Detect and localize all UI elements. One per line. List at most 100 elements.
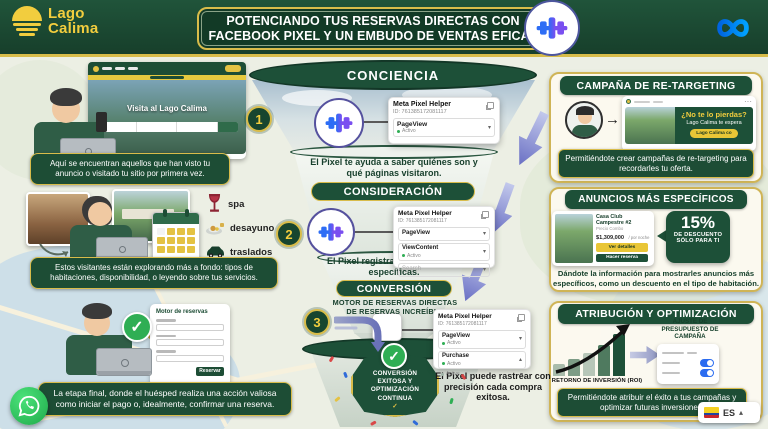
breakfast-icon: [206, 223, 224, 235]
copy-icon[interactable]: [518, 314, 525, 321]
caption-awareness: Aquí se encuentran aquellos que han vist…: [30, 153, 230, 185]
ad-cta-button[interactable]: Lago Calima co: [690, 129, 738, 138]
meta-pixel-icon: [318, 223, 344, 241]
pixel-circle-stage2: [307, 208, 355, 256]
ad-headline: ¿No te lo pierdas?: [681, 110, 747, 119]
stage3-subtitle: MOTOR DE RESERVAS DIRECTAS DE RESERVAS I…: [332, 298, 458, 316]
language-code: ES: [723, 407, 736, 418]
reserve-button[interactable]: Hacer reserva: [596, 253, 648, 262]
website-search-button[interactable]: [218, 122, 239, 132]
ad-header: [622, 96, 756, 107]
booking-form: Motor de reservas Reservar: [150, 304, 230, 386]
discount-value: 15%: [680, 213, 716, 232]
success-check-icon: [122, 312, 152, 342]
retargeting-ad-mockup: ¿No te lo pierdas? Lago Calima te espera…: [622, 96, 756, 151]
meta-pixel-icon: [536, 17, 568, 39]
pixel-helper-popup-1: Meta Pixel Helper ID: 761385172081117 Pa…: [388, 97, 500, 144]
service-label-breakfast: desayuno: [230, 222, 275, 234]
stage2-number-badge: 2: [276, 221, 302, 247]
listing-price: $1,309,000: [596, 234, 624, 241]
event-row-pageview[interactable]: PageView Activo: [393, 118, 495, 137]
event-row-purchase[interactable]: Purchase Activo: [438, 350, 526, 369]
website-substrip: [88, 75, 246, 80]
event-row-active[interactable]: Active: [438, 370, 526, 378]
stage2-pill: CONSIDERACIÓN: [311, 182, 475, 201]
listing-photo: [555, 214, 593, 263]
caption-conversion: La etapa final, donde el huésped realiza…: [38, 382, 292, 416]
chevron-down-icon[interactable]: [520, 371, 523, 378]
event-row-viewcontent[interactable]: ViewContent Activo: [398, 242, 490, 261]
specific-ads-card-title: ANUNCIOS MÁS ESPECÍFICOS: [565, 190, 747, 209]
curved-arrow-icon: [39, 243, 69, 257]
website-navbar: [88, 62, 246, 75]
service-label-spa: spa: [228, 198, 245, 210]
details-button[interactable]: Ver detalles: [596, 243, 648, 252]
header-bar: Lago Calima POTENCIANDO TUS RESERVAS DIR…: [0, 0, 768, 57]
sun-waves-icon: [12, 6, 42, 36]
toggle-switch[interactable]: [700, 369, 714, 377]
gold-check-icon: ✓: [392, 402, 398, 410]
budget-settings-panel: [657, 344, 719, 384]
chevron-down-icon[interactable]: [483, 230, 486, 237]
shield-check-icon: [381, 343, 407, 369]
meta-logo-icon: [717, 19, 749, 37]
chevron-up-icon[interactable]: [519, 356, 522, 363]
listing-meta: Precio Combo: [596, 226, 624, 231]
funnel-stage2-rim: [290, 145, 498, 159]
booking-form-title: Motor de reservas: [156, 309, 208, 315]
event-row-pageview[interactable]: PageView Activo: [438, 330, 526, 349]
chevron-down-icon[interactable]: [483, 266, 486, 273]
event-row-pageview[interactable]: PageView: [398, 227, 490, 241]
flow-arrow-icon: [334, 316, 385, 352]
whatsapp-icon[interactable]: [10, 387, 48, 425]
chevron-down-icon[interactable]: [483, 248, 486, 255]
budget-panel-title: AJUSTE DE PRESUPUESTO DE CAMPAÑA: [661, 318, 719, 340]
service-label-transfers: traslados: [230, 246, 273, 258]
copy-icon[interactable]: [482, 211, 489, 218]
wine-glass-icon: [208, 194, 221, 212]
success-shield-badge: CONVERSIÓN EXITOSA Y OPTIMIZACIÓN CONTIN…: [351, 353, 439, 417]
website-hero-title: Visita al Lago Calima: [127, 104, 207, 113]
arrow-right-icon: [605, 111, 620, 128]
brand-name-line1: Lago: [48, 5, 85, 22]
discount-bubble-pointer: [657, 229, 668, 243]
more-options-icon[interactable]: [744, 99, 752, 105]
chevron-down-icon[interactable]: [519, 335, 522, 342]
main-title-line1: POTENCIANDO TUS RESERVAS DIRECTAS CON: [226, 13, 520, 28]
brand-name-line2: Calima: [48, 20, 99, 37]
retargeting-caption: Permitiéndote crear campañas de re-targe…: [558, 149, 754, 178]
discount-bubble: 15% DE DESCUENTO SÓLO PARA TI: [666, 211, 730, 263]
main-title: POTENCIANDO TUS RESERVAS DIRECTAS CON FA…: [197, 7, 549, 50]
phone-icon: [96, 112, 107, 132]
stage3-number-badge: 3: [304, 309, 330, 335]
form-reserve-button[interactable]: Reservar: [196, 366, 224, 376]
stage1-number-badge: 1: [246, 106, 272, 132]
connector-line-3: [400, 329, 435, 331]
event-row-search[interactable]: Search: [398, 263, 490, 277]
stage3-pill: CONVERSIÓN: [336, 280, 452, 297]
stage3-caption: El Pixel puede rastrear con precisión ca…: [435, 371, 551, 403]
listing-ad-mockup: Casa Club Campestre #2 Precio Combo $1,3…: [552, 211, 654, 266]
form-field-3[interactable]: [156, 354, 224, 362]
attribution-card-title: ATRIBUCIÓN Y OPTIMIZACIÓN: [558, 304, 754, 324]
funnel-stage1-label: CONCIENCIA: [346, 68, 440, 83]
listing-name: Casa Club Campestre #2: [596, 214, 632, 226]
form-field-1[interactable]: [156, 323, 224, 331]
user-avatar: [565, 101, 603, 139]
connector-line-2: [354, 231, 396, 233]
chevron-up-icon: [739, 408, 743, 417]
form-field-2[interactable]: [156, 339, 224, 346]
caption-consideration: Estos visitantes están explorando más a …: [30, 257, 278, 289]
website-search-bar[interactable]: [96, 122, 239, 132]
toggle-switch[interactable]: [700, 359, 714, 367]
listing-price-note: / por noche: [628, 234, 650, 240]
chevron-down-icon[interactable]: [488, 124, 491, 131]
copy-icon[interactable]: [487, 102, 494, 109]
stage1-caption: El Pixel te ayuda a saber quiénes son y …: [310, 157, 478, 178]
pixel-helper-popup-3: Meta Pixel Helper ID: 761385172081117 Pa…: [433, 309, 531, 377]
services-list: spa desayuno traslados: [206, 192, 274, 264]
language-selector[interactable]: ES: [698, 402, 760, 423]
retargeting-card-title: CAMPAÑA DE RE-TARGETING: [560, 76, 752, 95]
website-nav-button[interactable]: [225, 65, 241, 72]
